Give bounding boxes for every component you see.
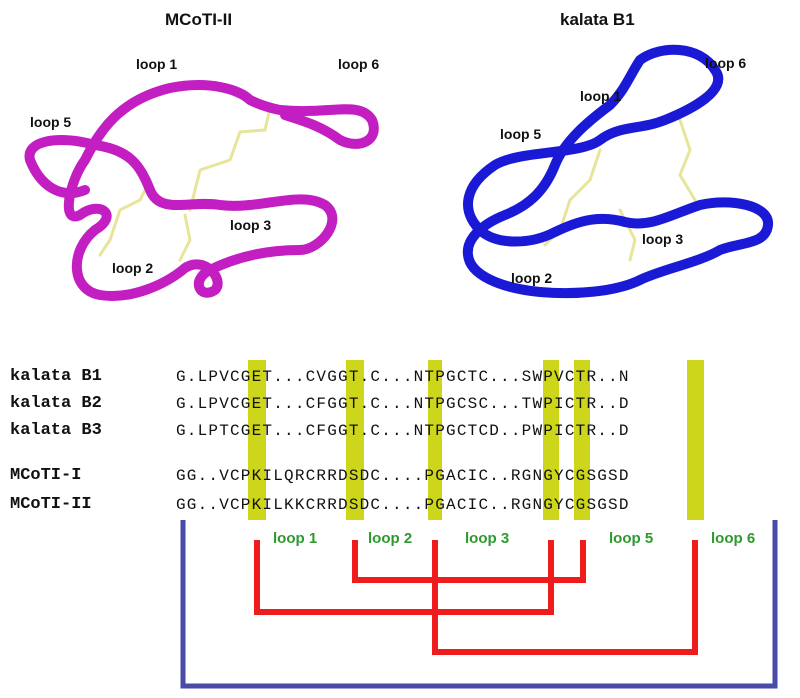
- mcoti-ii-structure: [24, 80, 379, 301]
- kalata-loop-2-label: loop 2: [511, 270, 553, 286]
- seq-mcoti-ii: GG..VCPKILKKCRRDSDC....PGACIC..RGNGYCGSG…: [176, 496, 630, 514]
- mcoti-ii-title: MCoTI-II: [165, 10, 233, 29]
- cyclization-bracket: [180, 520, 778, 689]
- seq-name-mcoti-ii: MCoTI-II: [10, 495, 92, 514]
- kalata-loop-1-label: loop 1: [580, 88, 622, 104]
- seq-kalata-b1: G.LPVCGET...CVGGT.C...NTPGCTC...SWPVCTR.…: [176, 368, 630, 386]
- cys-column-2: [346, 360, 364, 520]
- cys-column-3: [428, 360, 442, 520]
- seq-kalata-b2: G.LPVCGET...CFGGT.C...NTPGCSC...TWPICTR.…: [176, 395, 630, 413]
- kalata-b1-structure: [462, 44, 773, 299]
- align-loop-2-label: loop 2: [368, 530, 413, 547]
- cys-column-4: [543, 360, 559, 520]
- mcoti-disulfides: [98, 106, 272, 262]
- seq-name-mcoti-i: MCoTI-I: [10, 466, 82, 485]
- seq-kalata-b3: G.LPTCGET...CFGGT.C...NTPGCTCD..PWPICTR.…: [176, 422, 630, 440]
- seq-name-kalata-b1: kalata B1: [10, 367, 102, 386]
- mcoti-loop-5-label: loop 5: [30, 114, 72, 130]
- mcoti-loop-3-label: loop 3: [230, 217, 272, 233]
- seq-name-kalata-b2: kalata B2: [10, 394, 102, 413]
- cys-column-1: [248, 360, 266, 520]
- align-loop-5-label: loop 5: [609, 530, 654, 547]
- cys-column-6: [687, 360, 704, 520]
- seq-name-kalata-b3: kalata B3: [10, 421, 102, 440]
- mcoti-loop-6-label: loop 6: [338, 56, 380, 72]
- disulfide-connectivity: [254, 540, 698, 655]
- align-loop-6-label: loop 6: [711, 530, 756, 547]
- kalata-loop-5-label: loop 5: [500, 126, 542, 142]
- align-loop-1-label: loop 1: [273, 530, 318, 547]
- kalata-loop-3-label: loop 3: [642, 231, 684, 247]
- kalata-b1-title: kalata B1: [560, 10, 635, 29]
- mcoti-loop-2-label: loop 2: [112, 260, 154, 276]
- seq-mcoti-i: GG..VCPKILQRCRRDSDC....PGACIC..RGNGYCGSG…: [176, 467, 630, 485]
- kalata-loop-6-label: loop 6: [705, 55, 747, 71]
- mcoti-loop-1-label: loop 1: [136, 56, 178, 72]
- align-loop-3-label: loop 3: [465, 530, 510, 547]
- cys-column-5: [574, 360, 590, 520]
